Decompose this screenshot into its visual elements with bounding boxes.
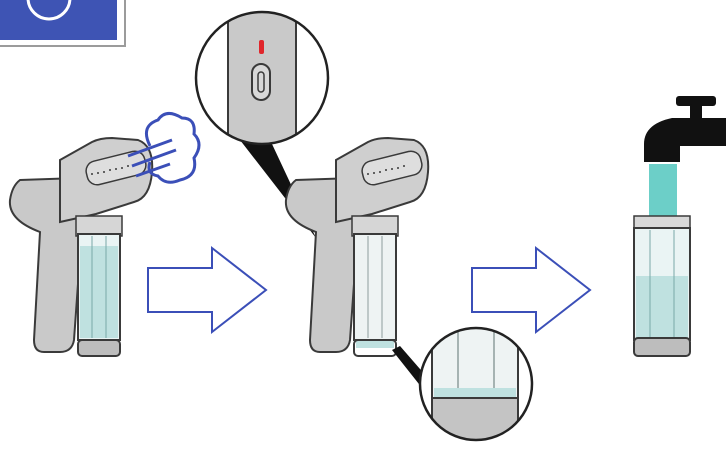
right-arrow-icon (147, 245, 268, 335)
steam-cloud-icon (127, 112, 201, 184)
steamer-1-tank-base (77, 339, 121, 357)
steamer-2-residual-water (356, 340, 394, 348)
red-indicator-light-icon (259, 40, 264, 54)
zoom-tank-bottom (418, 326, 534, 442)
zoom-indicator-panel (194, 10, 330, 146)
badge-icon (26, 0, 72, 21)
step-badge (0, 0, 126, 47)
water-stream (649, 164, 677, 218)
steamer-1 (8, 136, 154, 357)
tank-refilling (633, 215, 691, 357)
steamer-2 (284, 136, 430, 357)
power-button (251, 63, 271, 101)
faucet-icon (644, 96, 726, 162)
steamer-2-tank (353, 233, 397, 341)
right-arrow-icon-2 (471, 245, 592, 335)
steam-holes-2 (367, 165, 405, 175)
badge-background (0, 0, 117, 40)
tank-base (633, 337, 691, 357)
steam-holes-1 (91, 165, 129, 175)
tank-water (636, 276, 688, 338)
steamer-1-water (80, 246, 118, 338)
